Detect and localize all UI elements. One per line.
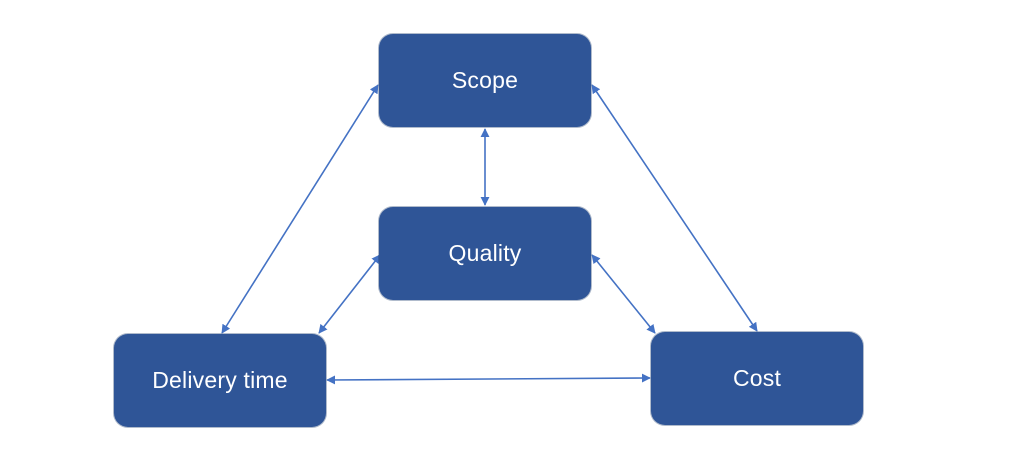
connector-quality-delivery-time (318, 254, 381, 334)
quality-label: Quality (448, 240, 522, 266)
delivery-time-node: Delivery time (114, 334, 326, 427)
quality-node: Quality (379, 207, 591, 300)
scope-label: Scope (451, 67, 519, 93)
cost-node: Cost (651, 332, 863, 425)
connector-delivery-time-cost (326, 373, 651, 385)
connector-scope-delivery-time (221, 84, 379, 334)
scope-node: Scope (379, 34, 591, 127)
connector-scope-cost (591, 84, 758, 332)
connector-quality-cost (591, 254, 656, 334)
delivery-time-label: Delivery time (152, 367, 288, 393)
cost-label: Cost (732, 365, 782, 391)
